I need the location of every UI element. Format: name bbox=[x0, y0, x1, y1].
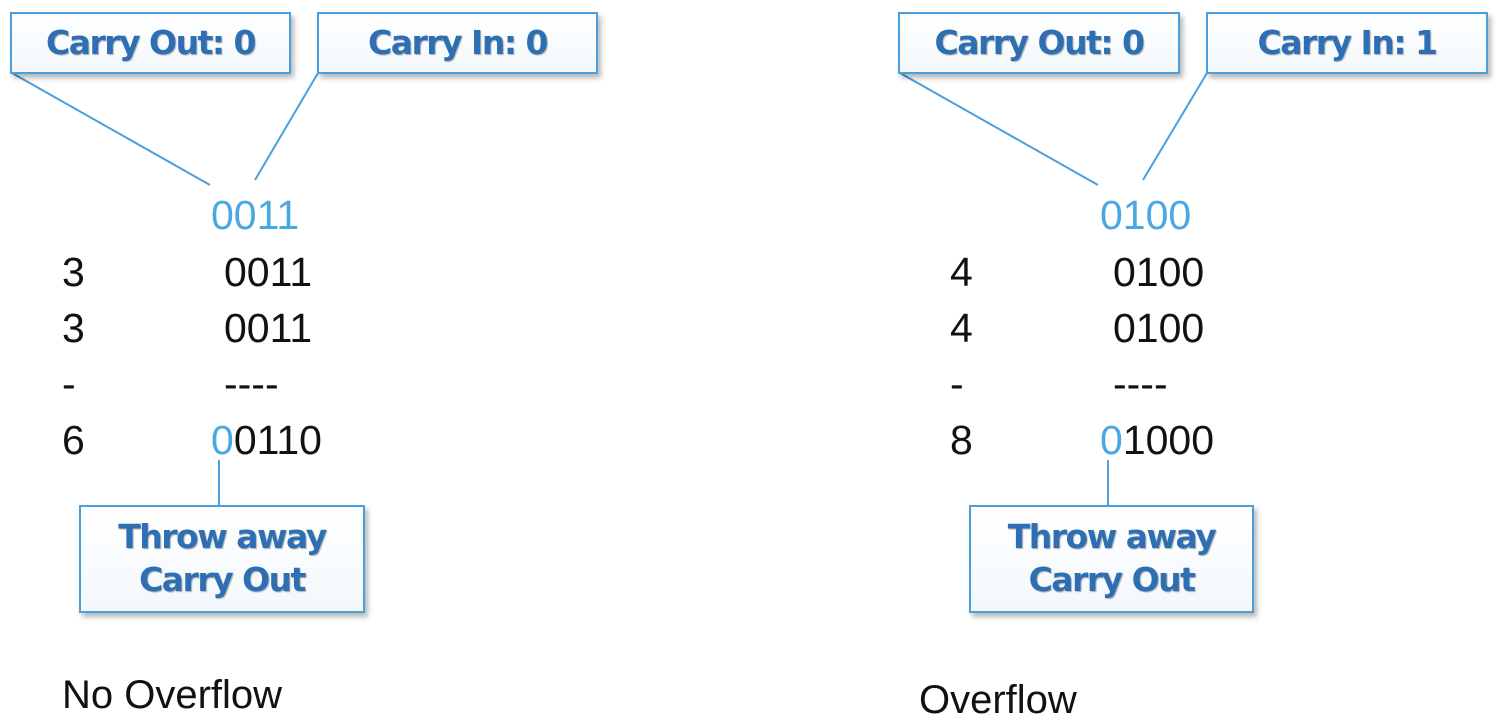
carry-in-callout: Carry In: 1 bbox=[1206, 12, 1488, 74]
throw-away-line1: Throw away bbox=[118, 517, 327, 557]
sum-bits: 1000 bbox=[1122, 417, 1215, 463]
throw-away-callout: Throw away Carry Out bbox=[969, 505, 1254, 613]
sum-binary: 00110 bbox=[211, 420, 322, 461]
carry-out-callout: Carry Out: 0 bbox=[10, 12, 291, 74]
throw-away-line1: Throw away bbox=[1007, 517, 1217, 557]
operand1-binary: 0011 bbox=[224, 249, 313, 295]
carry-bits: 0100 bbox=[1100, 192, 1192, 238]
overflow-verdict: Overflow bbox=[919, 678, 1077, 722]
separator-binary: ---- bbox=[224, 361, 279, 407]
carry-out-digit: 0 bbox=[211, 417, 234, 463]
carry-in-label: Carry In: 0 bbox=[368, 22, 548, 62]
throw-away-line2: Carry Out bbox=[1028, 560, 1196, 599]
carry-in-callout: Carry In: 0 bbox=[317, 12, 598, 74]
carry-out-callout: Carry Out: 0 bbox=[898, 12, 1180, 74]
sum-decimal: 8 bbox=[950, 417, 973, 463]
operand2-binary: 0011 bbox=[224, 305, 313, 351]
operand2-decimal: 3 bbox=[62, 305, 85, 351]
throw-away-callout: Throw away Carry Out bbox=[79, 505, 365, 613]
sum-binary: 01000 bbox=[1100, 420, 1214, 461]
overflow-example: Carry Out: 0 Carry In: 1 0100 4 0100 4 0… bbox=[749, 0, 1498, 724]
operand2-binary: 0100 bbox=[1113, 305, 1205, 351]
operand1-decimal: 4 bbox=[950, 249, 973, 295]
overflow-verdict: No Overflow bbox=[62, 673, 283, 717]
sum-bits: 0110 bbox=[233, 417, 322, 463]
throw-away-line2: Carry Out bbox=[139, 560, 306, 599]
separator-decimal: - bbox=[950, 361, 964, 407]
operand1-decimal: 3 bbox=[62, 249, 85, 295]
operand1-binary: 0100 bbox=[1113, 249, 1205, 295]
carry-in-label: Carry In: 1 bbox=[1257, 22, 1438, 62]
carry-bits: 0011 bbox=[211, 192, 300, 238]
carry-out-label: Carry Out: 0 bbox=[45, 22, 257, 62]
sum-decimal: 6 bbox=[62, 417, 85, 463]
no-overflow-example: Carry Out: 0 Carry In: 0 0011 3 0011 3 0… bbox=[10, 12, 598, 717]
operand2-decimal: 4 bbox=[950, 305, 973, 351]
carry-out-digit: 0 bbox=[1100, 417, 1123, 463]
separator-decimal: - bbox=[62, 361, 76, 407]
carry-out-label: Carry Out: 0 bbox=[934, 22, 1145, 62]
separator-binary: ---- bbox=[1113, 361, 1168, 407]
